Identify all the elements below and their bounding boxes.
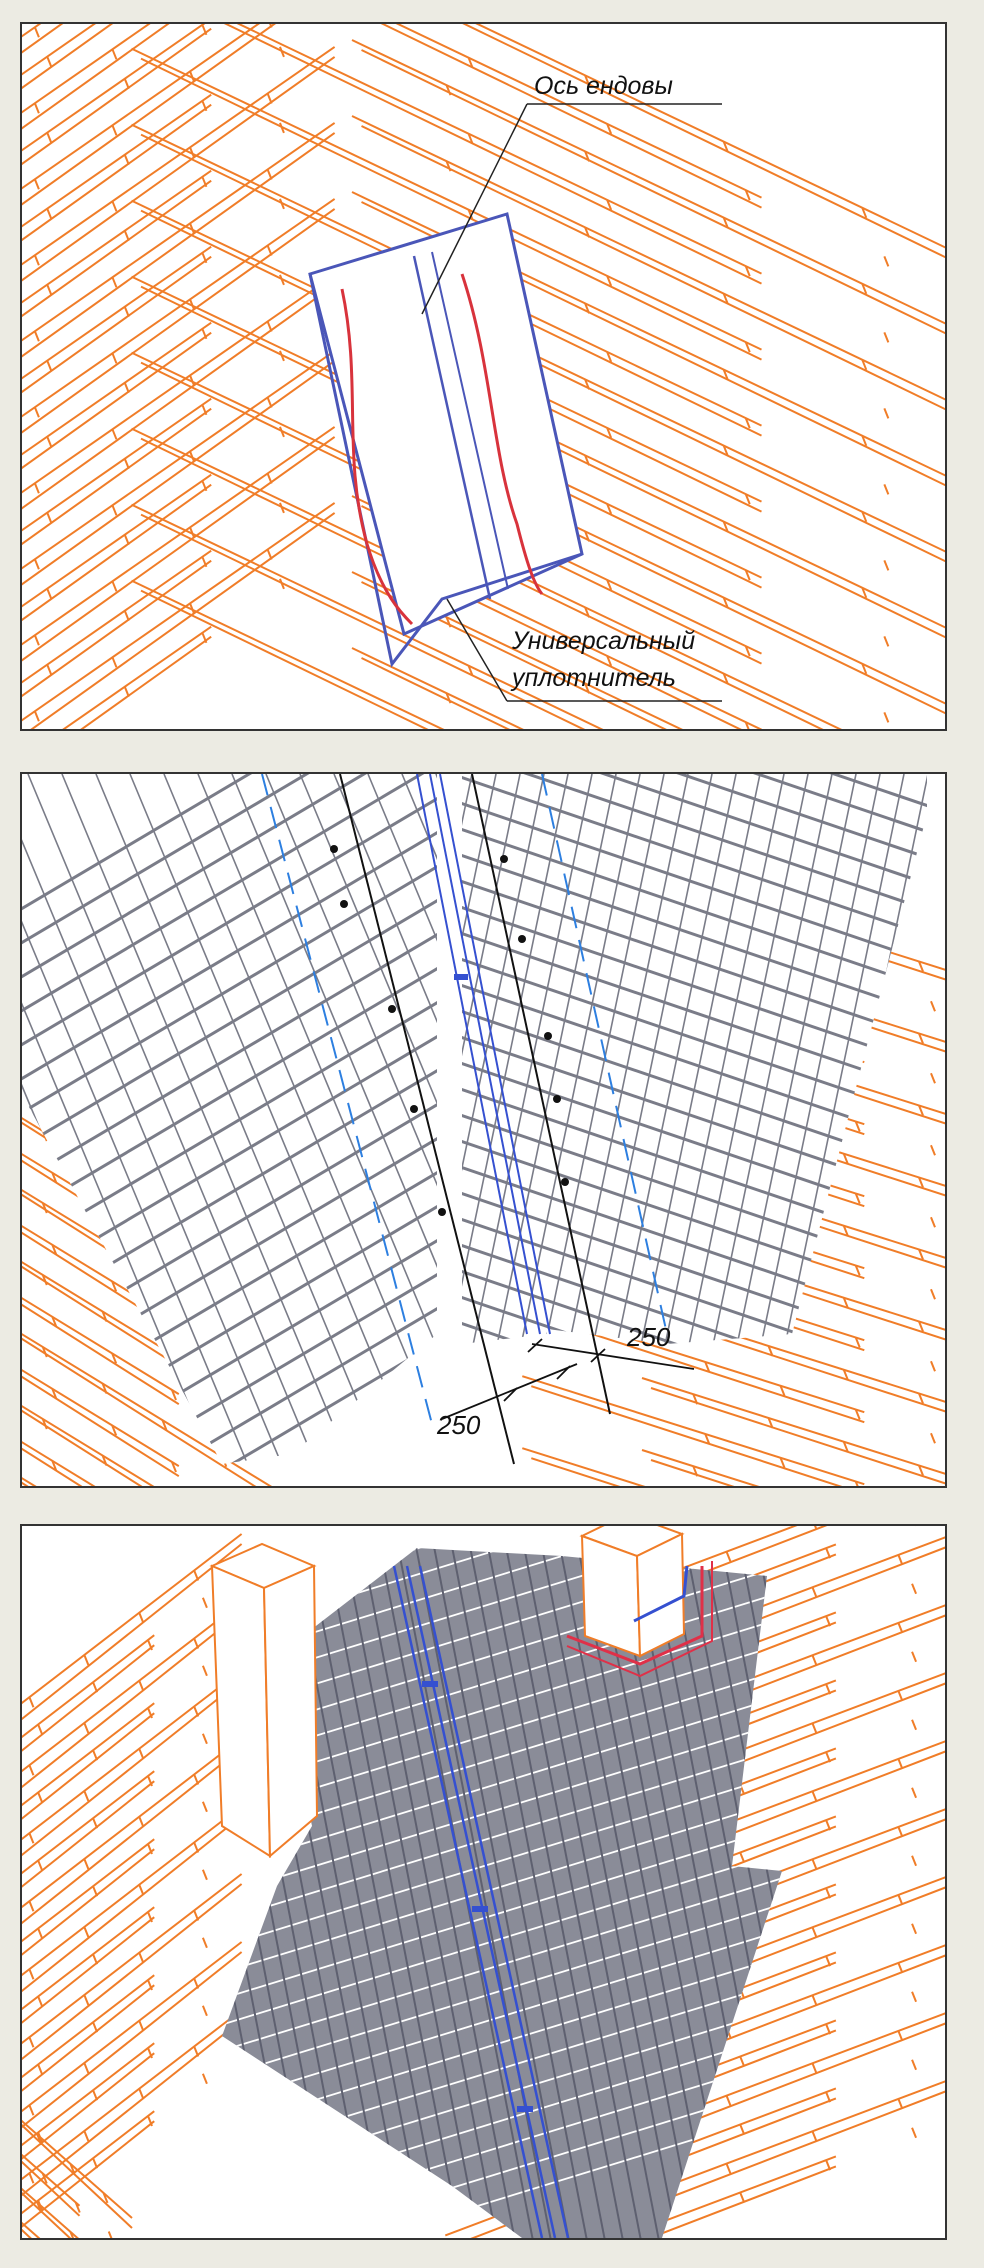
sealant-label-line1: Универсальный [511, 627, 695, 655]
sealant-label-line2: уплотнитель [510, 664, 676, 692]
leader-lines [421, 103, 722, 702]
panel-tile-overlap: 250 250 [20, 772, 947, 1488]
dimension-250-right: 250 [626, 1322, 671, 1352]
fastening-lines [261, 774, 668, 1465]
roof-overview-drawing [22, 1526, 945, 2238]
chimney-left [209, 1542, 319, 1859]
panel-roof-overview [20, 1524, 947, 2240]
valley-strip [416, 774, 551, 1335]
valley-sheet [308, 212, 584, 668]
screw-points [330, 845, 569, 1216]
panel-valley-installation: Ось ендовы Универсальный уплотнитель [20, 22, 947, 731]
dimension-250-left: 250 [436, 1410, 481, 1440]
dimensions [441, 1338, 695, 1420]
valley-strip [392, 1565, 570, 2238]
valley-sheet-drawing: Ось ендовы Универсальный уплотнитель [22, 24, 945, 729]
chimney-right [566, 1526, 713, 1678]
roof-battens [22, 24, 945, 729]
tile-overlap-drawing: 250 250 [22, 774, 945, 1486]
valley-axis-label: Ось ендовы [534, 72, 673, 100]
